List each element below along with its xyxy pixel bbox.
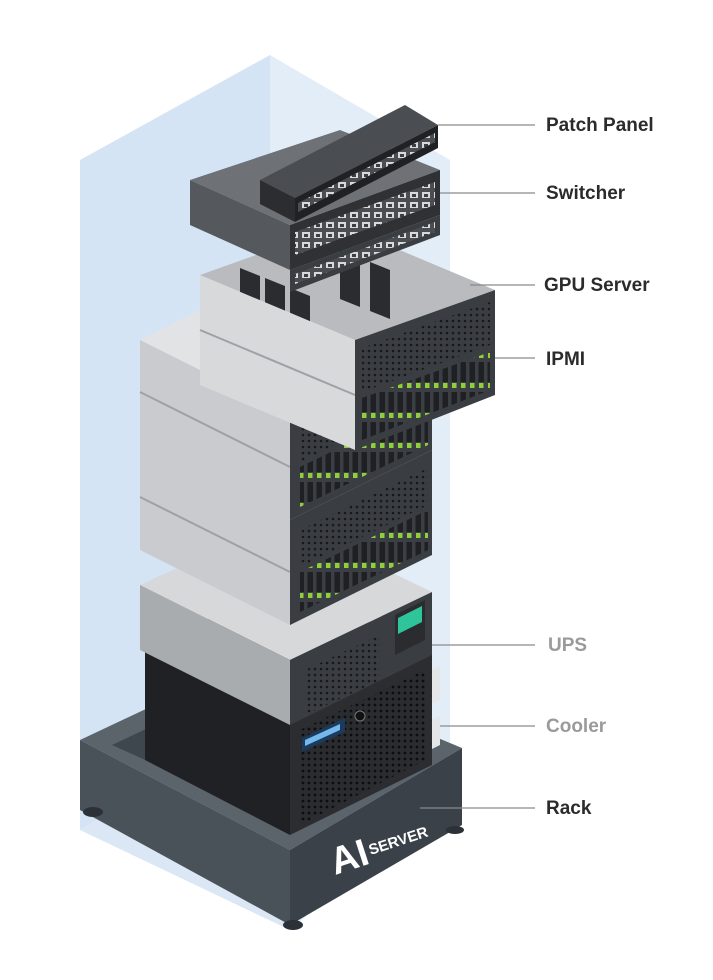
- label-ipmi: IPMI: [546, 349, 586, 370]
- gpu-server: [199, 225, 495, 450]
- rack-foot: [83, 807, 103, 817]
- rack-foot: [446, 826, 464, 834]
- label-gpu-server: GPU Server: [544, 275, 650, 296]
- ups-screen: [398, 606, 422, 634]
- rack-foot: [283, 920, 303, 930]
- label-ups: UPS: [548, 635, 588, 656]
- label-cooler: Cooler: [546, 716, 607, 737]
- label-rack: Rack: [546, 798, 592, 819]
- label-patch-panel: Patch Panel: [546, 115, 654, 136]
- label-switcher: Switcher: [546, 183, 626, 204]
- callout-leaders: [420, 124, 535, 809]
- patch-panel-unit: [260, 105, 438, 222]
